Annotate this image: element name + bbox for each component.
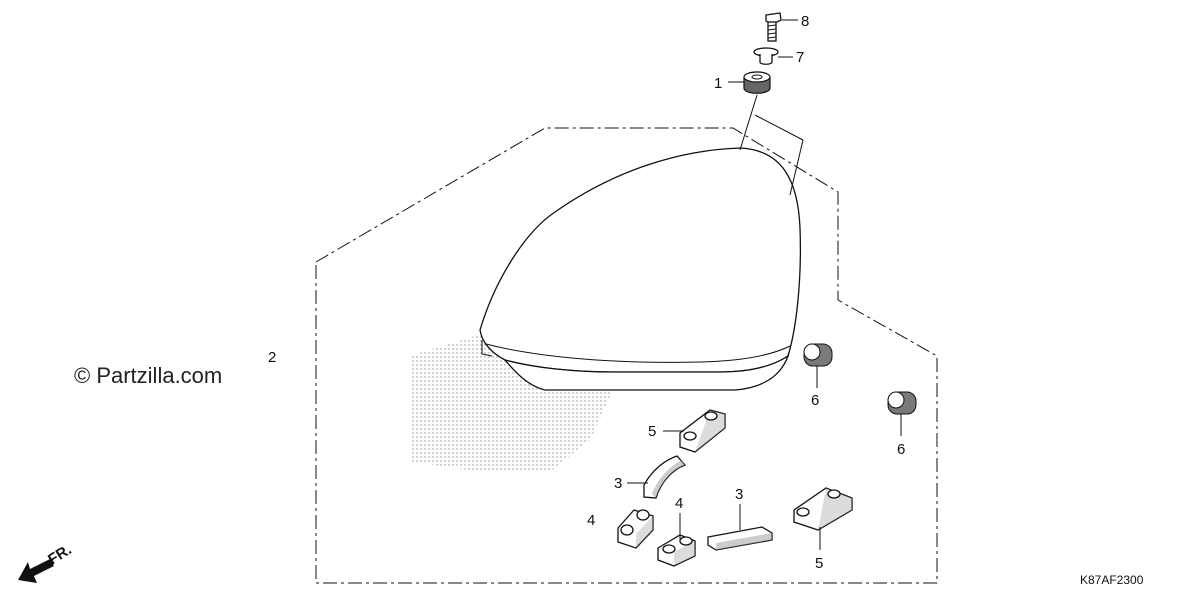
callout-3-curved: 3: [614, 475, 622, 492]
mount-lines: [739, 94, 804, 196]
damper-lower: [887, 391, 917, 415]
grommet: [743, 71, 771, 94]
damper-upper: [803, 343, 833, 367]
callout-4-right: 4: [675, 495, 683, 512]
callout-2: 2: [268, 349, 276, 366]
diagram-code: K87AF2300: [1080, 573, 1144, 587]
rubber-strip-straight: [707, 526, 773, 551]
callouts: 8 7 1 2 6 6 5 3 3 4 4 5: [268, 13, 905, 572]
cushion-block-upper: [679, 409, 726, 453]
watermark: © Partzilla.com: [74, 363, 222, 388]
block-left: [617, 509, 654, 549]
cushion-block-lower: [793, 487, 853, 531]
callout-6-lower: 6: [897, 441, 905, 458]
seat: [479, 147, 802, 391]
arrow-icon: [18, 559, 54, 583]
assembly-boundary: [315, 127, 938, 584]
callout-5-upper: 5: [648, 423, 656, 440]
callout-8: 8: [801, 13, 809, 30]
leader-lines: [627, 19, 902, 550]
callout-6-upper: 6: [811, 392, 819, 409]
bolt: [765, 12, 782, 42]
callout-1: 1: [714, 75, 722, 92]
callout-5-lower: 5: [815, 555, 823, 572]
callout-3-straight: 3: [735, 486, 743, 503]
rubber-strip-curved: [643, 455, 687, 499]
collar: [753, 47, 779, 65]
callout-7: 7: [796, 49, 804, 66]
callout-4-left: 4: [587, 512, 595, 529]
block-right: [657, 534, 696, 567]
